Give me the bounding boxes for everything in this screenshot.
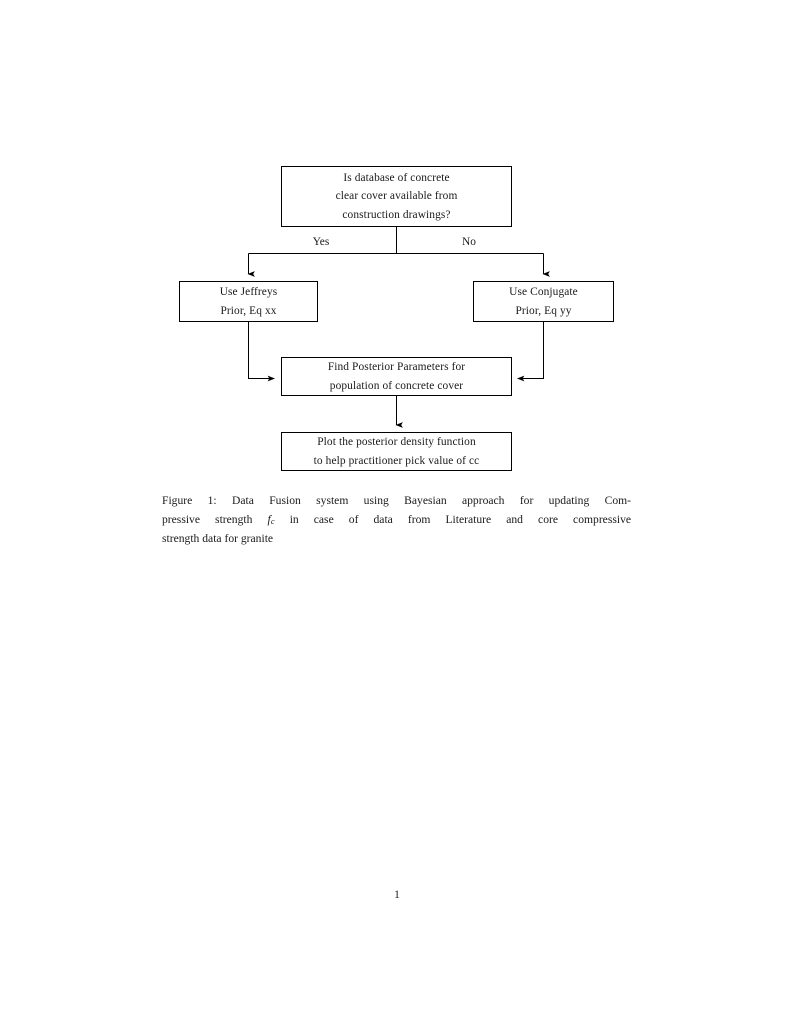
- node-text-line: Is database of concrete: [343, 172, 450, 185]
- node-text-line: Use Jeffreys: [219, 286, 278, 299]
- node-text-line: Use Conjugate: [509, 286, 578, 299]
- math-subscript: c: [270, 517, 275, 527]
- node-text-line: Plot the posterior density function: [317, 436, 476, 449]
- use-conjugate-prior[interactable]: Use Conjugate Prior, Eq yy: [473, 281, 614, 322]
- find-posterior-parameters[interactable]: Find Posterior Parameters for population…: [281, 357, 512, 396]
- node-text-line: Prior, Eq xx: [220, 304, 277, 317]
- node-text-line: clear cover available from: [335, 190, 458, 203]
- caption-line-1-text: Data Fusion system using Bayesian approa…: [216, 494, 632, 507]
- caption-label: Figure 1:: [162, 494, 217, 507]
- edge-label-yes: Yes: [312, 236, 330, 248]
- caption-line-1: Figure 1: Data Fusion system using Bayes…: [162, 492, 631, 511]
- flowchart-connectors: [247, 227, 550, 428]
- node-text-line: Find Posterior Parameters for: [327, 361, 466, 374]
- page-number: 1: [394, 889, 400, 901]
- caption-line-2: pressive strength fc in case of data fro…: [162, 511, 631, 530]
- node-text-line: to help practitioner pick value of cc: [313, 454, 480, 467]
- figure-caption: Figure 1: Data Fusion system using Bayes…: [162, 492, 631, 548]
- node-text-line: population of concrete cover: [329, 379, 464, 392]
- edge-jeffreys-to-posterior: [248, 322, 276, 382]
- caption-line-2-text: in case of data from Literature and core…: [274, 512, 632, 526]
- use-jeffreys-prior[interactable]: Use Jeffreys Prior, Eq xx: [179, 281, 318, 322]
- node-text-line: construction drawings?: [342, 208, 451, 221]
- decision-database-available[interactable]: Is database of concrete clear cover avai…: [281, 166, 512, 227]
- caption-line-3: strength data for granite: [162, 531, 274, 545]
- math-base: f: [267, 512, 271, 526]
- plot-posterior-density[interactable]: Plot the posterior density function to h…: [281, 432, 512, 471]
- math-symbol-fc: fc: [267, 512, 275, 527]
- edge-label-no: No: [462, 236, 476, 248]
- edge-conjugate-to-posterior: [516, 322, 544, 382]
- node-text-line: Prior, Eq yy: [515, 304, 572, 317]
- figure-1-flowchart: Is database of concrete clear cover avai…: [0, 0, 794, 490]
- caption-line-2-prefix: pressive strength: [162, 512, 268, 526]
